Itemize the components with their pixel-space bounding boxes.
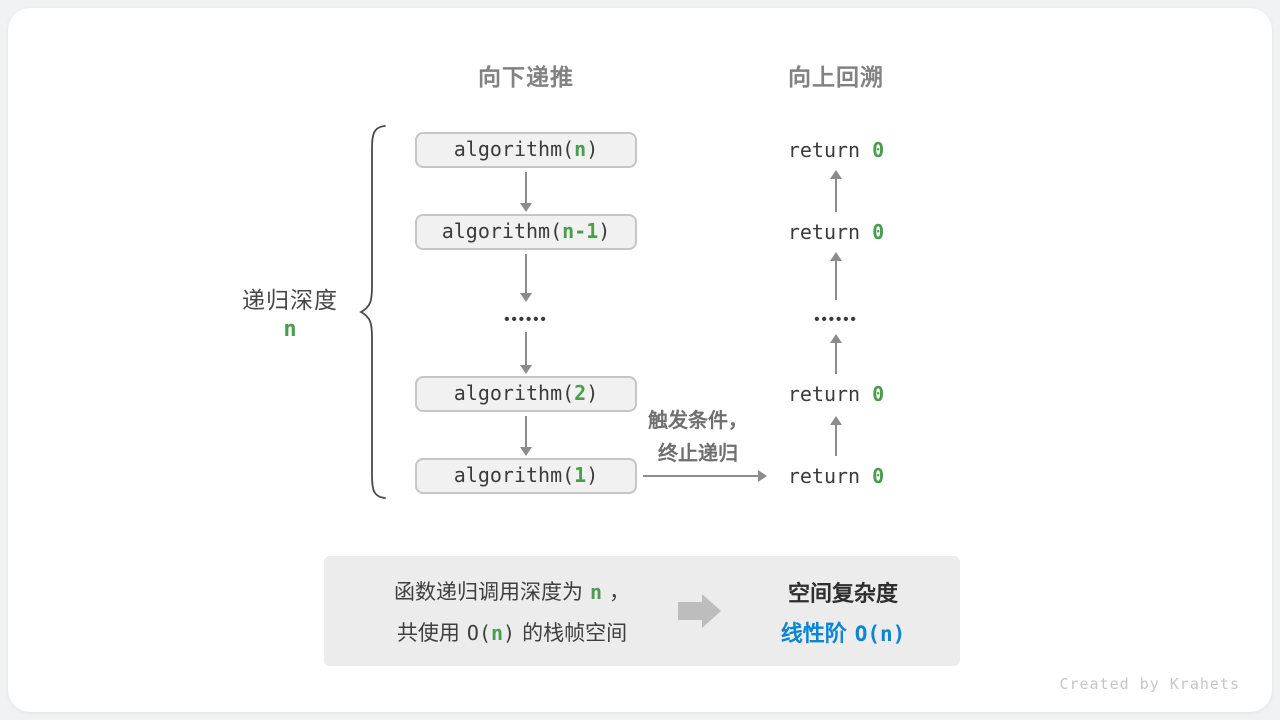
summary-right-text: 空间复杂度 线性阶 O(n) [748, 574, 938, 654]
ellipsis-left: •••••• [504, 311, 548, 328]
arrow-up-icon [829, 334, 843, 374]
return-text: return [787, 464, 873, 488]
arrow-down-icon [519, 172, 533, 212]
call-box-n: algorithm(n) [415, 132, 637, 168]
depth-brace-icon [359, 125, 386, 499]
return-value: 0 [872, 464, 885, 488]
complexity-order-label: 线性阶 [780, 621, 847, 646]
return-text: return [787, 382, 873, 406]
ellipsis-right: •••••• [814, 311, 858, 328]
watermark-credit: Created by Krahets [1059, 675, 1240, 693]
return-statement: return 0 [726, 463, 946, 489]
arrow-right-icon [643, 469, 767, 483]
call-text: algorithm( [453, 381, 575, 405]
summary-line2-text-end: 的栈帧空间 [522, 622, 628, 645]
arrow-down-icon [519, 332, 533, 374]
call-text: ) [586, 463, 599, 487]
header-upward-backtracking: 向上回溯 [788, 64, 884, 90]
call-box-2: algorithm(2) [415, 376, 637, 412]
call-arg: 2 [574, 381, 587, 405]
call-text: ) [586, 137, 599, 161]
complexity-big-o: O(n) [854, 622, 906, 646]
summary-line1-arg: n [589, 580, 603, 604]
call-arg: 1 [574, 463, 587, 487]
arrow-up-icon [829, 416, 843, 456]
call-box-1: algorithm(1) [415, 458, 637, 494]
call-text: algorithm( [441, 219, 563, 243]
depth-value: n [283, 317, 297, 342]
summary-line1-text: 函数递归调用深度为 [393, 581, 583, 604]
arrow-down-icon [519, 254, 533, 302]
space-complexity-value: 线性阶 O(n) [748, 614, 938, 654]
return-value: 0 [872, 138, 885, 162]
space-complexity-title: 空间复杂度 [787, 581, 898, 606]
call-arg: n-1 [562, 219, 599, 243]
call-text: algorithm( [453, 463, 575, 487]
summary-line2-text: 共使用 [396, 622, 460, 645]
trigger-condition-line1: 触发条件， [648, 410, 748, 432]
arrow-down-icon [519, 416, 533, 456]
big-o-arg: n [491, 621, 504, 645]
summary-line1-punct: ， [609, 581, 631, 604]
return-statement: return 0 [726, 137, 946, 163]
return-text: return [787, 220, 873, 244]
depth-label: 递归深度 [242, 287, 338, 313]
summary-line2: 共使用 O(n) 的栈帧空间 [362, 613, 662, 654]
trigger-condition-line2: 终止递归 [658, 443, 738, 465]
big-o-open: O( [466, 621, 491, 645]
call-text: algorithm( [453, 137, 575, 161]
return-value: 0 [872, 220, 885, 244]
summary-line2-code: O(n) [466, 621, 516, 645]
call-arg: n [574, 137, 587, 161]
return-statement: return 0 [726, 219, 946, 245]
big-o-close: ) [503, 621, 516, 645]
arrow-up-icon [829, 252, 843, 300]
arrow-up-icon [829, 170, 843, 212]
return-statement: return 0 [726, 381, 946, 407]
call-box-n-1: algorithm(n-1) [415, 214, 637, 250]
return-text: return [787, 138, 873, 162]
summary-line1: 函数递归调用深度为 n ， [362, 572, 662, 613]
return-value: 0 [872, 382, 885, 406]
call-text: ) [598, 219, 611, 243]
implies-block-arrow-icon [678, 594, 721, 628]
header-downward-recursion: 向下递推 [478, 64, 574, 90]
call-text: ) [586, 381, 599, 405]
